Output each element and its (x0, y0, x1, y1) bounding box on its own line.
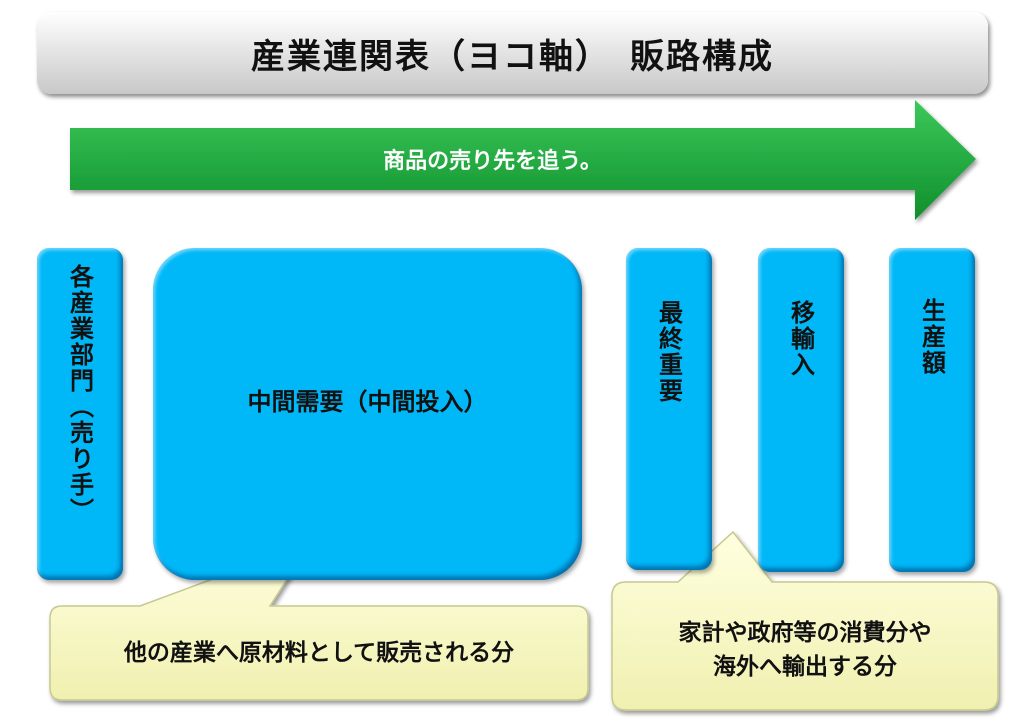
box-intermediate-demand: 中間需要（中間投入） (153, 248, 582, 580)
callout-final-text: 家計や政府等の消費分や 海外へ輸出する分 (612, 600, 998, 700)
arrow-label: 商品の売り先を追う。 (383, 149, 602, 174)
box-sellers: 各産業部門（売り手） (37, 248, 123, 580)
page-title: 産業連関表（ヨコ軸） 販路構成 (251, 36, 774, 77)
title-bar: 産業連関表（ヨコ軸） 販路構成 (37, 12, 988, 94)
output-label: 生産額 (917, 298, 946, 376)
box-final-demand: 最終重要 (626, 248, 712, 570)
sellers-label: 各産業部門（売り手） (65, 264, 94, 524)
final-demand-label: 最終重要 (654, 300, 683, 404)
box-imports: 移輸入 (758, 248, 844, 572)
right-arrow-icon (70, 100, 976, 220)
callout-bubble-intermediate (49, 541, 589, 701)
box-output: 生産額 (889, 248, 975, 572)
callout-bubble-final (611, 530, 999, 711)
callout-intermediate-text: 他の産業へ原材料として販売される分 (123, 639, 515, 666)
imports-label: 移輸入 (786, 300, 815, 378)
callout-final-line1: 家計や政府等の消費分や (678, 619, 932, 646)
callout-final-line2: 海外へ輸出する分 (713, 654, 897, 680)
intermediate-label: 中間需要（中間投入） (247, 387, 488, 416)
